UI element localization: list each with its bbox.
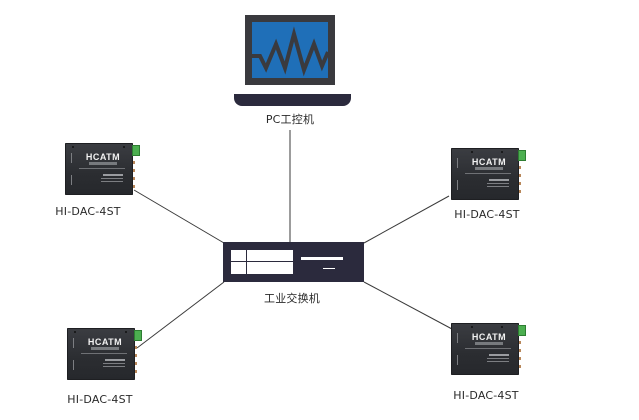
switch-indicator-bar: [301, 257, 343, 260]
device-slot: [457, 180, 458, 190]
terminal-block-icon: [132, 145, 140, 156]
connector: [135, 370, 137, 373]
device-spec: [487, 186, 509, 187]
connector: [519, 349, 521, 352]
switch-label: 工业交换机: [264, 292, 320, 305]
device-slot: [457, 355, 458, 365]
device-brand: HCATM: [471, 157, 507, 167]
device-spec: [487, 358, 509, 359]
connector: [519, 174, 521, 177]
network-switch-icon: [223, 242, 364, 282]
device-spec: [487, 361, 509, 362]
device-top-left: HCATM: [65, 143, 140, 195]
device-brand: HCATM: [87, 337, 123, 347]
device-bottom-right-label: HI-DAC-4ST: [453, 389, 519, 402]
edge-switch-device-top-left: [133, 189, 225, 244]
device-body: HCATM: [67, 328, 135, 380]
device-slot: [73, 360, 74, 370]
device-brand: HCATM: [471, 332, 507, 342]
device-body: HCATM: [65, 143, 133, 195]
device-sub-text: [475, 167, 503, 170]
screw: [501, 326, 503, 328]
connector: [135, 362, 137, 365]
connector: [133, 177, 135, 180]
device-body: HCATM: [451, 323, 519, 375]
connector: [133, 161, 135, 164]
device-model-text: [489, 179, 509, 181]
terminal-block-icon: [134, 330, 142, 341]
switch-panel-divider-h: [231, 261, 293, 262]
switch-port-panel: [231, 250, 293, 274]
switch-panel-divider-v: [246, 250, 247, 274]
edge-switch-device-top-right: [363, 195, 450, 244]
switch-indicator-dash: [323, 268, 335, 269]
connector: [133, 185, 135, 188]
device-sub-text: [475, 342, 503, 345]
device-bottom-left-label: HI-DAC-4ST: [67, 393, 133, 406]
device-body: HCATM: [451, 148, 519, 200]
pc-base: [234, 94, 351, 106]
device-brand: HCATM: [85, 152, 121, 162]
device-spec: [487, 183, 509, 184]
pc-monitor-icon: [245, 15, 335, 85]
device-rule: [465, 348, 511, 349]
screw: [125, 331, 127, 333]
connector: [519, 190, 521, 193]
connector: [519, 341, 521, 344]
connector: [135, 354, 137, 357]
device-top-right-label: HI-DAC-4ST: [454, 208, 520, 221]
device-slot: [457, 333, 458, 343]
device-model-text: [103, 174, 123, 176]
device-slot: [71, 153, 72, 163]
edge-switch-device-bottom-left: [136, 281, 225, 349]
connector: [135, 346, 137, 349]
device-sub-text: [91, 347, 119, 350]
connector: [519, 365, 521, 368]
pc-screen: [252, 22, 328, 78]
connector: [519, 357, 521, 360]
device-spec: [101, 181, 123, 182]
device-bottom-left: HCATM: [67, 328, 142, 380]
screw: [471, 151, 473, 153]
edge-switch-device-bottom-right: [363, 281, 453, 330]
device-slot: [73, 338, 74, 348]
screw: [74, 331, 76, 333]
screw: [471, 326, 473, 328]
device-slot: [457, 158, 458, 168]
terminal-block-icon: [518, 150, 526, 161]
device-rule: [81, 353, 127, 354]
device-rule: [465, 173, 511, 174]
pc-label: PC工控机: [265, 113, 315, 126]
device-model-text: [489, 354, 509, 356]
device-model-text: [105, 359, 125, 361]
waveform-icon: [252, 26, 328, 77]
device-top-right: HCATM: [451, 148, 526, 200]
device-slot: [71, 175, 72, 185]
device-top-left-label: HI-DAC-4ST: [55, 205, 121, 218]
connector: [519, 166, 521, 169]
connector: [519, 182, 521, 185]
device-sub-text: [89, 162, 117, 165]
device-spec: [101, 178, 123, 179]
device-spec: [103, 366, 125, 367]
device-rule: [79, 168, 125, 169]
device-bottom-right: HCATM: [451, 323, 526, 375]
connector: [133, 169, 135, 172]
screw: [123, 146, 125, 148]
terminal-block-icon: [518, 325, 526, 336]
screw: [501, 151, 503, 153]
device-spec: [103, 363, 125, 364]
screw: [72, 146, 74, 148]
